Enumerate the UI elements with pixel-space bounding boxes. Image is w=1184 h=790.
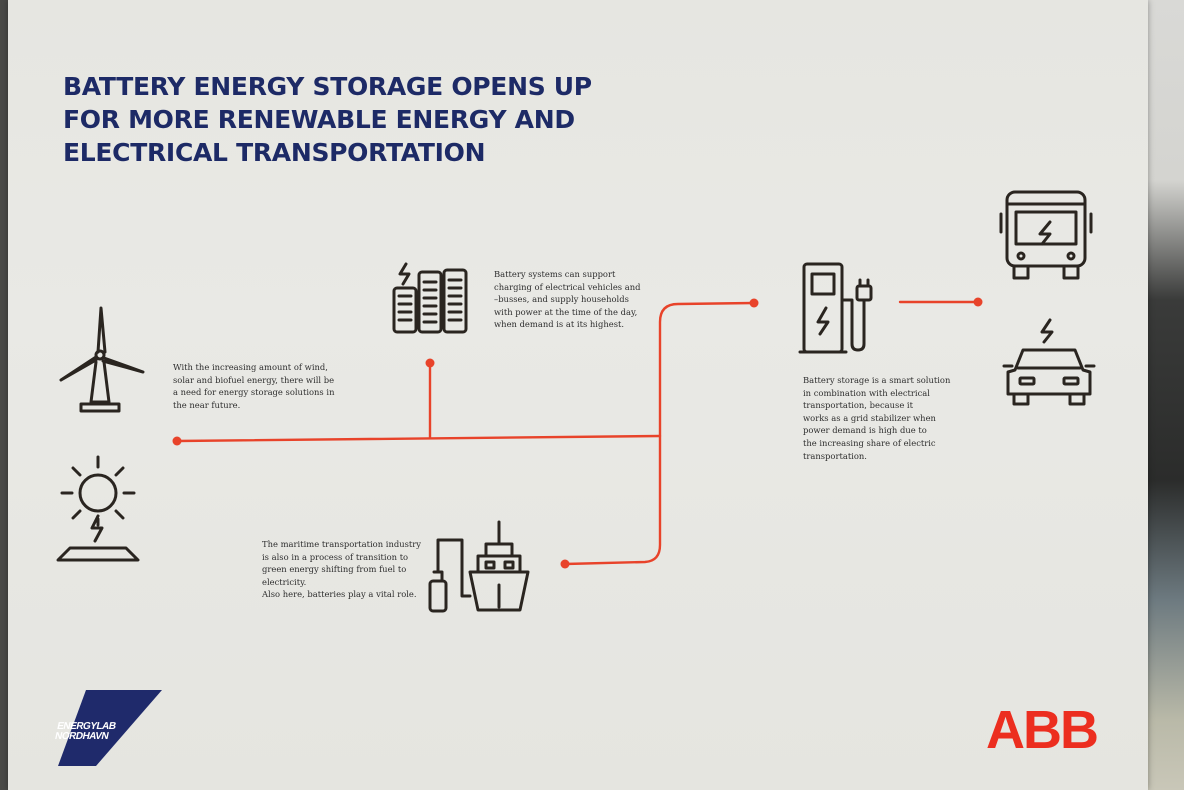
- connection-lines: [175, 300, 980, 566]
- title-line-2: FOR MORE RENEWABLE ENERGY AND: [63, 105, 575, 134]
- electric-car-icon: [1002, 318, 1096, 406]
- dot-vehicles: [973, 297, 983, 307]
- maritime-text: The maritime transportation industry is …: [262, 539, 422, 600]
- dot-charger: [749, 298, 759, 308]
- sun-solar-panel-icon: [56, 455, 140, 562]
- title-line-1: BATTERY ENERGY STORAGE OPENS UP: [63, 72, 592, 101]
- dot-city: [425, 358, 435, 368]
- bus-icon: [999, 190, 1093, 280]
- poster-board: [8, 0, 1148, 790]
- energylab-logo-line2: NORDHAVN: [53, 731, 110, 742]
- energylab-logo-text: ENERGYLAB NORDHAVN: [53, 721, 117, 742]
- transport-text: Battery storage is a smart solution in c…: [803, 375, 951, 461]
- dot-ship: [560, 559, 570, 569]
- poster-title: BATTERY ENERGY STORAGE OPENS UP FOR MORE…: [63, 70, 592, 169]
- wind-turbine-icon: [59, 306, 145, 413]
- renewables-text: With the increasing amount of wind, sola…: [173, 362, 335, 410]
- households-text: Battery systems can support charging of …: [494, 269, 641, 330]
- ship-to-charger-line: [563, 301, 756, 566]
- charging-station-icon: [798, 262, 873, 354]
- abb-logo: ABB: [986, 700, 1099, 760]
- title-line-3: ELECTRICAL TRANSPORTATION: [63, 138, 486, 167]
- main-line: [175, 434, 662, 443]
- ship-charger-icon: [428, 520, 530, 613]
- energylab-logo-shape: [58, 690, 162, 766]
- city-buildings-battery-icon: [392, 262, 468, 334]
- connection-dots: [172, 297, 983, 569]
- dot-start: [172, 436, 182, 446]
